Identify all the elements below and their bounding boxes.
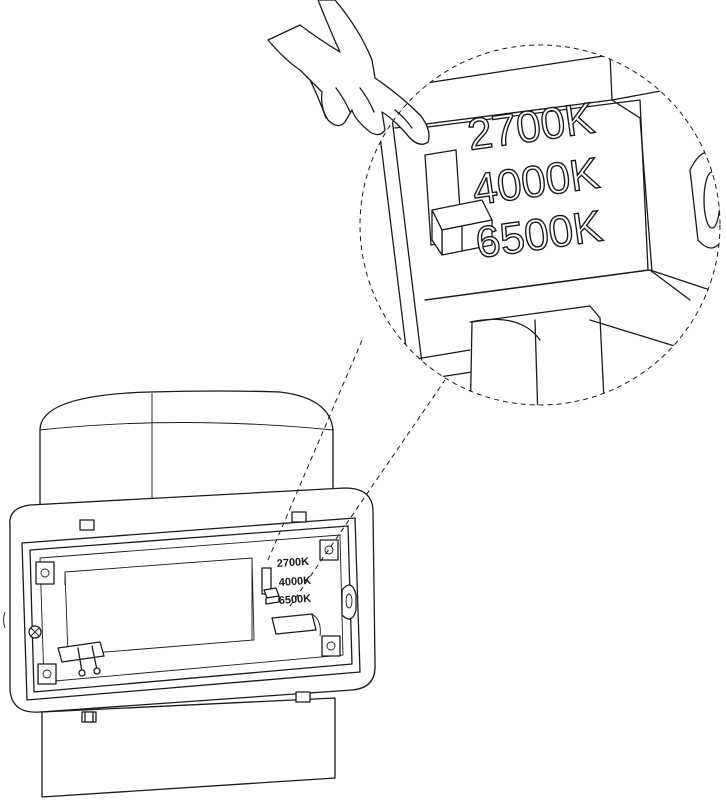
zoom-bottom-notch: [469, 305, 606, 405]
zoom-cct-switch: [424, 149, 493, 256]
driver-housing: [3, 390, 376, 798]
zoom-circle: [359, 44, 721, 406]
housing-top-block: [39, 390, 334, 521]
screw-top-left: [35, 561, 55, 585]
screw-bottom-right: [321, 635, 341, 657]
device-cct-switch: [261, 567, 280, 605]
screw-bottom-left: [37, 663, 57, 685]
device-label-6500k: 6500K: [278, 593, 311, 607]
screw-top-right: [319, 539, 339, 561]
terminal-block: [57, 641, 105, 677]
zoom-leader-lines: [267, 337, 446, 607]
device-label-2700k: 2700K: [276, 556, 309, 570]
hand-outside: [267, 0, 430, 145]
device-label-4000k: 4000K: [278, 575, 311, 589]
